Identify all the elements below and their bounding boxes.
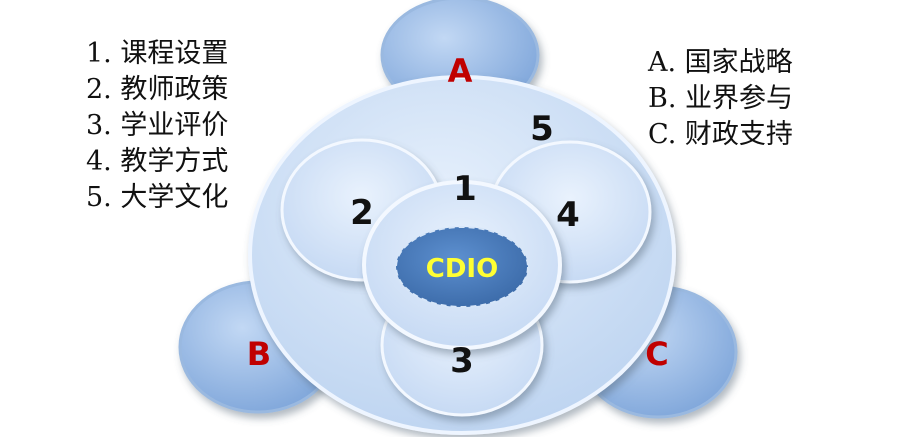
legend-item-4: 4. 教学方式 [86,146,229,177]
number-label-2: 2 [350,193,374,233]
letter-label-c: C [645,335,668,373]
legend-item-3: 3. 学业评价 [86,110,229,141]
right-legend: A. 国家战略 B. 业界参与 C. 财政支持 [648,45,793,153]
legend-item-b: B. 业界参与 [648,83,794,114]
letter-label-b: B [247,335,271,373]
legend-item-1: 1. 课程设置 [86,38,229,69]
number-label-3: 3 [450,341,474,381]
legend-item-a: A. 国家战略 [648,47,793,78]
legend-item-5: 5. 大学文化 [86,182,229,213]
center-label: CDIO [426,254,498,284]
number-label-4: 4 [556,195,580,235]
letter-label-a: A [448,52,473,90]
legend-item-2: 2. 教师政策 [86,74,229,105]
center-ellipse [395,226,529,308]
number-label-1: 1 [453,169,477,209]
legend-item-c: C. 财政支持 [648,119,793,150]
number-label-5: 5 [530,109,554,149]
left-legend: 1. 课程设置 2. 教师政策 3. 学业评价 4. 教学方式 5. 大学文化 [86,36,228,216]
